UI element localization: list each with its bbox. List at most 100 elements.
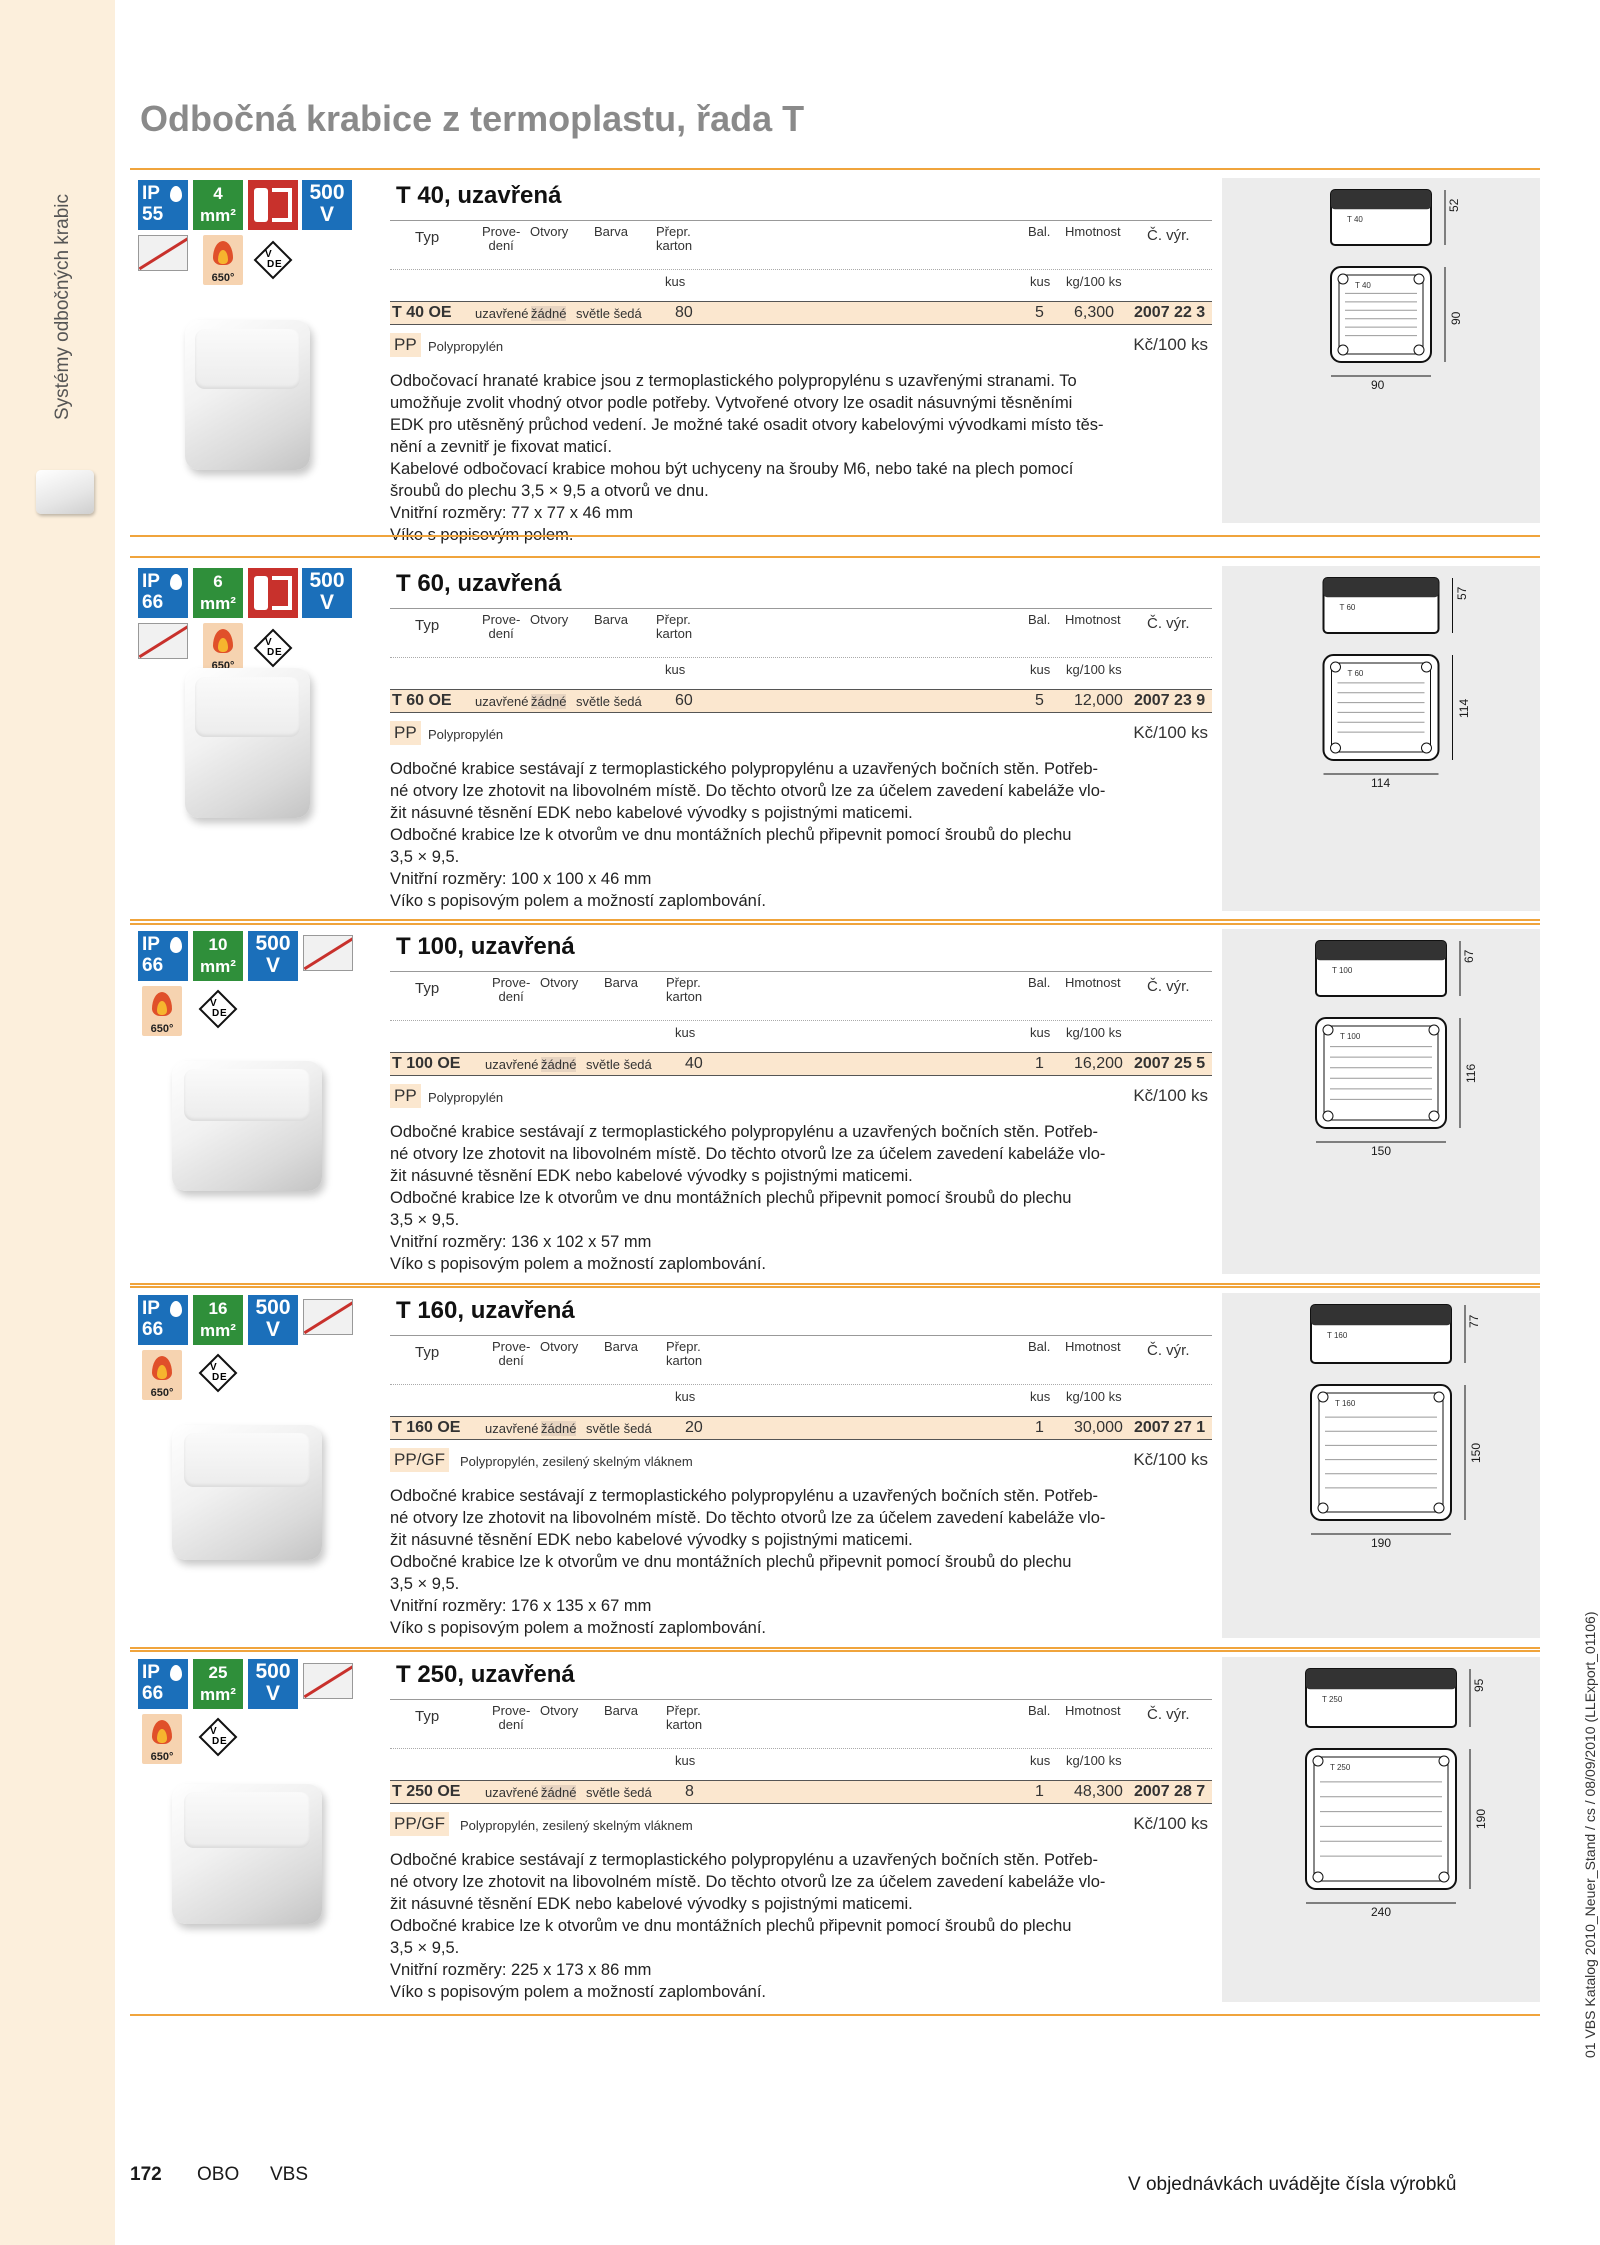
glow-wire-icon: 650° <box>142 986 182 1036</box>
water-drop-icon <box>170 1665 182 1681</box>
water-drop-icon <box>170 574 182 590</box>
col-cvyr: Č. výr. <box>1147 615 1190 632</box>
cell-barva: světle šedá <box>586 1785 652 1800</box>
description-line: Víko s popisovým polem a možností zaplom… <box>390 1255 767 1273</box>
description-line: Kabelové odbočovací krabice mohou být uc… <box>390 460 1074 478</box>
ip-value: 66 <box>142 1683 164 1704</box>
product-title: T 100, uzavřená <box>396 933 575 960</box>
mm-unit: mm² <box>200 206 236 225</box>
col-prepr: Přepr. karton <box>656 224 693 253</box>
dim-width: 90 <box>1371 378 1385 392</box>
product-description: Odbočné krabice sestávají z termoplastic… <box>390 1485 1210 1639</box>
mm-value: 10 <box>208 935 228 954</box>
product-photo <box>185 320 310 470</box>
left-band <box>0 0 115 2245</box>
cell-provedeni: uzavřené <box>475 694 529 709</box>
cell-barva: světle šedá <box>586 1057 652 1072</box>
voltage-value: 500 <box>255 1660 291 1683</box>
description-line: 3,5 × 9,5. <box>390 1575 460 1593</box>
price-unit: Kč/100 ks <box>1133 723 1208 742</box>
svg-text:D: D <box>212 1736 219 1747</box>
ip-label: IP <box>142 183 160 204</box>
unit-kus: kus <box>675 1753 696 1768</box>
page-number: 172 <box>130 2164 162 2185</box>
unit-hmotnost: kg/100 ks <box>1066 1025 1122 1040</box>
col-bal: Bal. <box>1028 1703 1051 1718</box>
price-unit: Kč/100 ks <box>1133 335 1208 354</box>
dim-height: 95 <box>1472 1678 1486 1692</box>
product-title: T 40, uzavřená <box>396 182 562 209</box>
col-barva: Barva <box>604 1339 638 1354</box>
halogen-free-icon <box>138 235 188 271</box>
description-line: né otvory lze zhotovit na libovolném mís… <box>390 1509 1106 1527</box>
product-title: T 160, uzavřená <box>396 1297 575 1324</box>
mm-value: 25 <box>208 1663 228 1682</box>
description-line: Víko s popisovým polem a možností zaplom… <box>390 1619 767 1637</box>
product-number: 2007 28 7 <box>1134 1783 1206 1800</box>
description-line: žit násuvné těsnění EDK nebo kabelové vý… <box>390 1531 913 1549</box>
product-description: Odbočovací hranaté krabice jsou z termop… <box>390 370 1210 546</box>
cell-bal: 1 <box>1035 1419 1044 1436</box>
drawing-plan-label: T 100 <box>1340 1032 1361 1041</box>
description-line: žit násuvné těsnění EDK nebo kabelové vý… <box>390 1895 913 1913</box>
fire-temp: 650° <box>150 1023 174 1035</box>
material-name: Polypropylén <box>428 1090 504 1105</box>
product-type: T 100 OE <box>392 1055 461 1072</box>
dim-depth: 90 <box>1449 311 1463 325</box>
col-provedeni: Prove- dení <box>482 612 521 641</box>
halogen-free-icon <box>303 1299 353 1335</box>
svg-text:V: V <box>210 1726 217 1737</box>
col-provedeni: Prove- dení <box>492 975 531 1004</box>
col-barva: Barva <box>594 224 628 239</box>
col-otvory: Otvory <box>530 224 569 239</box>
voltage-unit: V <box>319 203 334 226</box>
cell-karton: 60 <box>675 692 693 709</box>
col-otvory: Otvory <box>530 612 569 627</box>
product-photo <box>172 1784 322 1924</box>
col-bal: Bal. <box>1028 612 1051 627</box>
dim-depth: 150 <box>1469 1442 1483 1463</box>
water-drop-icon <box>170 186 182 202</box>
cell-bal: 5 <box>1035 692 1044 709</box>
halogen-free-icon <box>303 935 353 971</box>
description-line: Vnitřní rozměry: 225 x 173 x 86 mm <box>390 1961 652 1979</box>
drawing-plan-label: T 160 <box>1335 1399 1356 1408</box>
col-typ: Typ <box>415 980 440 997</box>
col-barva: Barva <box>594 612 628 627</box>
unit-bal: kus <box>1030 662 1051 677</box>
fire-temp: 650° <box>150 1751 174 1763</box>
cell-hmotnost: 6,300 <box>1074 304 1115 321</box>
svg-text:V: V <box>210 1362 217 1373</box>
drawing-lid-label: T 160 <box>1327 1331 1348 1341</box>
svg-text:E: E <box>220 1736 227 1747</box>
ip-label: IP <box>142 1298 160 1319</box>
cell-provedeni: uzavřené <box>475 306 529 321</box>
dim-height: 52 <box>1447 198 1461 212</box>
unit-bal: kus <box>1030 1025 1051 1040</box>
col-bal: Bal. <box>1028 975 1051 990</box>
col-hmotnost: Hmotnost <box>1065 1703 1121 1718</box>
material-name: Polypropylén, zesilený skelným vláknem <box>460 1454 693 1469</box>
ip-value: 55 <box>142 204 164 225</box>
description-line: Víko s popisovým polem a možností zaplom… <box>390 892 767 910</box>
cell-otvory: žádné <box>541 1785 577 1800</box>
cell-bal: 1 <box>1035 1055 1044 1072</box>
description-line: umožňuje zvolit vhodný otvor podle potře… <box>390 394 1073 412</box>
